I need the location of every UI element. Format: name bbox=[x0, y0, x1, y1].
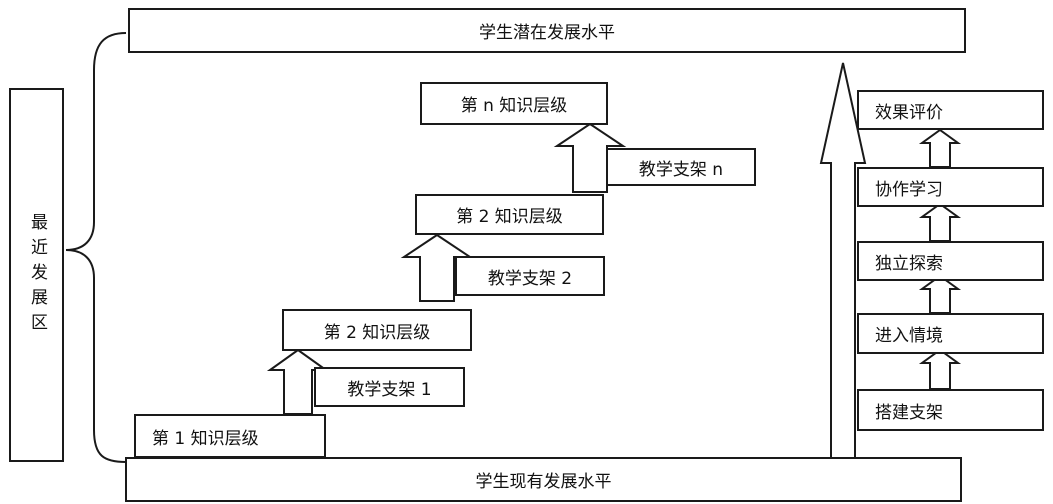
large-up-arrow bbox=[819, 62, 867, 459]
zone-brace bbox=[65, 32, 127, 463]
stair-arrow-1 bbox=[266, 348, 330, 415]
process-arrow-2 bbox=[918, 274, 962, 314]
scaffold-2: 教学支架 2 bbox=[455, 256, 605, 296]
process-step-scaffolding: 搭建支架 bbox=[857, 389, 1044, 431]
knowledge-level-2b: 第 2 知识层级 bbox=[415, 194, 604, 235]
process-step-evaluation: 效果评价 bbox=[857, 90, 1044, 130]
knowledge-level-2a: 第 2 知识层级 bbox=[282, 309, 472, 351]
potential-level-label: 学生潜在发展水平 bbox=[479, 23, 615, 43]
process-step-collaboration: 协作学习 bbox=[857, 167, 1044, 207]
knowledge-level-1: 第 1 知识层级 bbox=[134, 414, 326, 458]
zone-box: 最近发展区 bbox=[9, 88, 64, 462]
process-step-situation: 进入情境 bbox=[857, 313, 1044, 354]
process-arrow-1 bbox=[918, 348, 962, 390]
current-level-box: 学生现有发展水平 bbox=[125, 457, 962, 502]
process-arrow-3 bbox=[918, 202, 962, 242]
zone-label: 最近发展区 bbox=[27, 212, 47, 338]
scaffold-n: 教学支架 n bbox=[606, 148, 756, 186]
knowledge-level-n: 第 n 知识层级 bbox=[420, 82, 608, 125]
process-arrow-4 bbox=[918, 128, 962, 168]
potential-level-box: 学生潜在发展水平 bbox=[128, 8, 966, 53]
scaffold-1: 教学支架 1 bbox=[314, 367, 465, 407]
stair-arrow-2 bbox=[400, 233, 474, 302]
current-level-label: 学生现有发展水平 bbox=[475, 472, 612, 492]
process-step-exploration: 独立探索 bbox=[857, 241, 1044, 281]
